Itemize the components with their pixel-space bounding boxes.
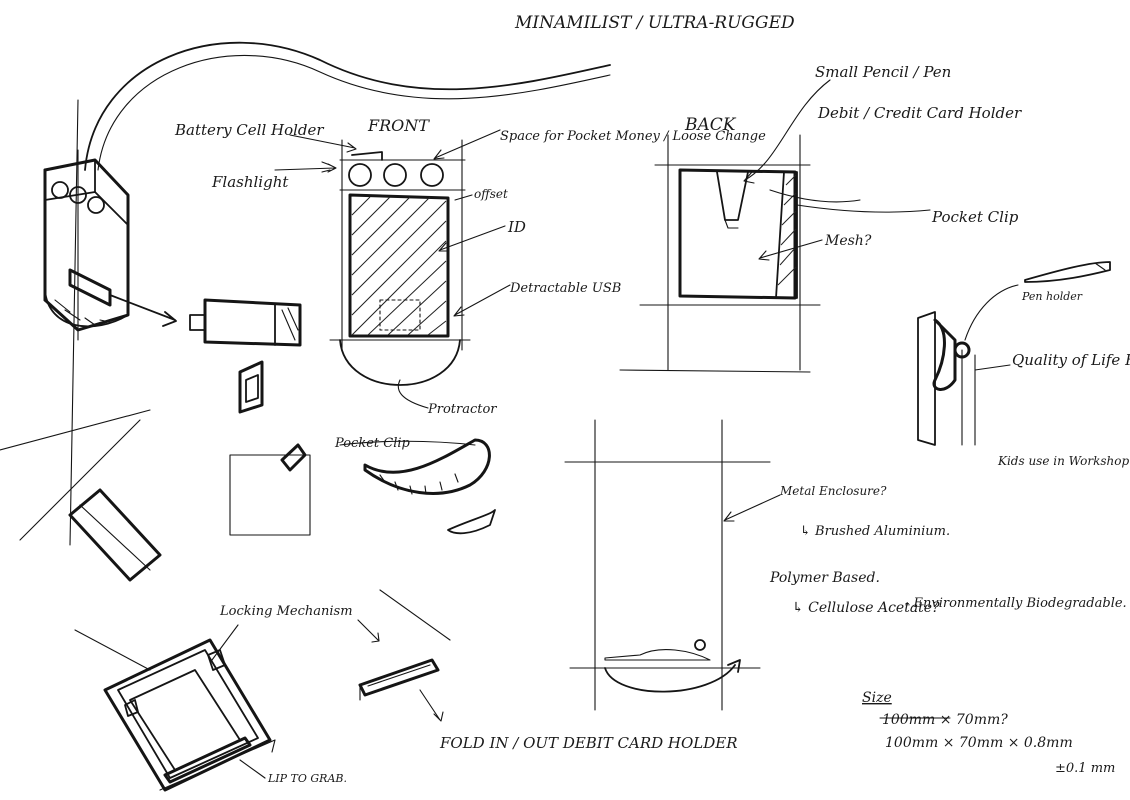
metal-label: Metal Enclosure? <box>779 484 887 498</box>
fold-slot <box>358 658 440 701</box>
quality-label: Quality of Life Feature. <box>1012 351 1130 369</box>
side-pen-holder-view <box>917 261 1111 446</box>
front-heading: FRONT <box>367 116 430 135</box>
pen-holder-label: Pen holder <box>1021 290 1083 303</box>
back-heading: BACK <box>684 115 737 135</box>
polymer-label: Polymer Based. <box>769 570 880 586</box>
fold-label: FOLD IN / OUT DEBIT CARD HOLDER <box>439 734 738 752</box>
usb-arrow <box>109 294 177 327</box>
size-block: Size 100mm × 70mm? 100mm × 70mm × 0.8mm … <box>862 690 1115 776</box>
cellulose-label: ↳ Cellulose Acetate? <box>792 600 940 616</box>
usb-stick <box>189 298 302 347</box>
perspective-device <box>43 149 130 341</box>
locking-label: Locking Mechanism <box>219 604 353 619</box>
back-pen-label: Small Pencil / Pen <box>815 63 951 81</box>
hinge-piece <box>238 360 264 414</box>
front-id-label: ID <box>507 218 526 236</box>
front-view <box>329 139 471 386</box>
lip-label: LIP TO GRAB. <box>267 772 347 785</box>
front-flashlight-label: Flashlight <box>211 173 289 191</box>
pocket-clip-detail <box>229 438 496 536</box>
brushed-label: ↳ Brushed Aluminium. <box>800 524 950 539</box>
locking-device <box>103 638 276 792</box>
front-offset-label: offset <box>474 187 508 201</box>
front-usb-label: Detractable USB <box>509 281 621 296</box>
front-battery-label: Battery Cell Holder <box>174 121 324 139</box>
angled-blocks <box>68 488 162 582</box>
sheet-title: MINAMILIST / ULTRA-RUGGED <box>514 13 795 33</box>
env-label: - Environmentally Biodegradable. <box>905 596 1127 611</box>
cord-curve <box>84 41 611 171</box>
back-view <box>619 134 821 373</box>
size-line1: 100mm × 70mm? <box>882 712 1008 728</box>
back-clip-label: Pocket Clip <box>931 208 1019 226</box>
enclosure-view <box>564 419 771 711</box>
size-tolerance: ±0.1 mm <box>1055 761 1115 776</box>
front-space-label: Space for Pocket Money / Loose Change <box>500 129 766 144</box>
front-protractor-label: Protractor <box>427 402 497 417</box>
size-line2: 100mm × 70mm × 0.8mm <box>885 735 1073 751</box>
back-mesh-label: Mesh? <box>824 233 872 249</box>
size-label: Size <box>862 690 892 706</box>
back-card-label: Debit / Credit Card Holder <box>817 104 1022 122</box>
clip-label: Pocket Clip <box>334 436 411 451</box>
kids-label: Kids use in Workshop. <box>997 454 1130 468</box>
